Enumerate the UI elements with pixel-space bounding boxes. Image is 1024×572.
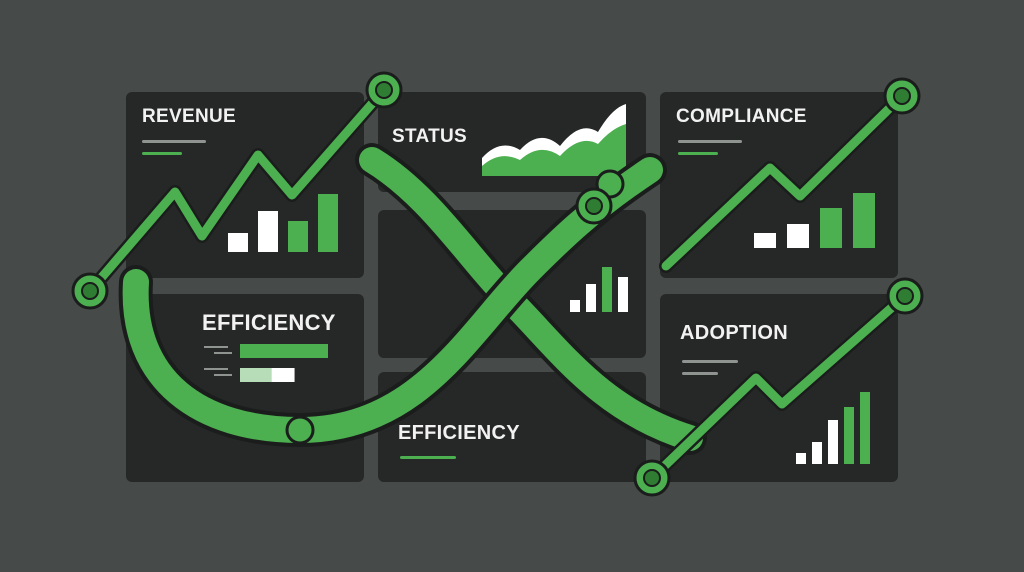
revenue-title: REVENUE: [142, 106, 236, 127]
bars-adoption-bar-1: [796, 453, 806, 464]
bars-adoption-bar-4: [844, 407, 854, 464]
bar-chart-adoption: [796, 392, 870, 464]
efficiency-bottom-title: EFFICIENCY: [398, 422, 520, 444]
bars-center-bar-1: [570, 300, 580, 312]
bars-revenue-bar-1: [228, 233, 248, 252]
bars-adoption-bar-5: [860, 392, 870, 464]
adoption-subline-gray-2: [682, 372, 718, 375]
u-curve-band: [118, 153, 667, 448]
adoption-title: ADOPTION: [680, 322, 788, 344]
bars-center-bar-4: [618, 277, 628, 312]
bars-compliance-bar-1: [754, 233, 776, 248]
compliance-title: COMPLIANCE: [676, 106, 807, 127]
bars-center-bar-3: [602, 267, 612, 312]
trend-line-adoption: [633, 277, 924, 497]
bars-revenue-bar-2: [258, 211, 278, 252]
adoption-subline-gray: [682, 360, 738, 363]
compliance-subline-green: [678, 152, 718, 155]
bars-compliance-bar-3: [820, 208, 842, 248]
efficiency-progress-fill-1: [240, 344, 328, 358]
bars-revenue-bar-3: [288, 221, 308, 252]
progress-bars-icon: [204, 344, 328, 382]
bars-revenue-bar-4: [318, 194, 338, 252]
efficiency-bottom-subline-green: [400, 456, 456, 459]
bars-compliance-bar-4: [853, 193, 875, 248]
efficiency-left-title: EFFICIENCY: [202, 310, 336, 335]
compliance-subline-gray: [678, 140, 742, 143]
trend-line-revenue: [71, 71, 403, 310]
status-title: STATUS: [392, 126, 467, 147]
area-chart-icon: [482, 104, 626, 176]
revenue-subline-gray: [142, 140, 206, 143]
bars-compliance-bar-2: [787, 224, 809, 248]
efficiency-progress-fill-2: [240, 368, 272, 382]
trend-line-compliance: [659, 77, 921, 273]
bar-chart-revenue: [228, 194, 338, 252]
bars-center-bar-2: [586, 284, 596, 312]
bar-chart-center: [570, 267, 628, 312]
bar-chart-compliance: [754, 193, 875, 248]
revenue-subline-green: [142, 152, 182, 155]
bars-adoption-bar-2: [812, 442, 822, 464]
bars-adoption-bar-3: [828, 420, 838, 464]
center-node: [575, 187, 613, 225]
